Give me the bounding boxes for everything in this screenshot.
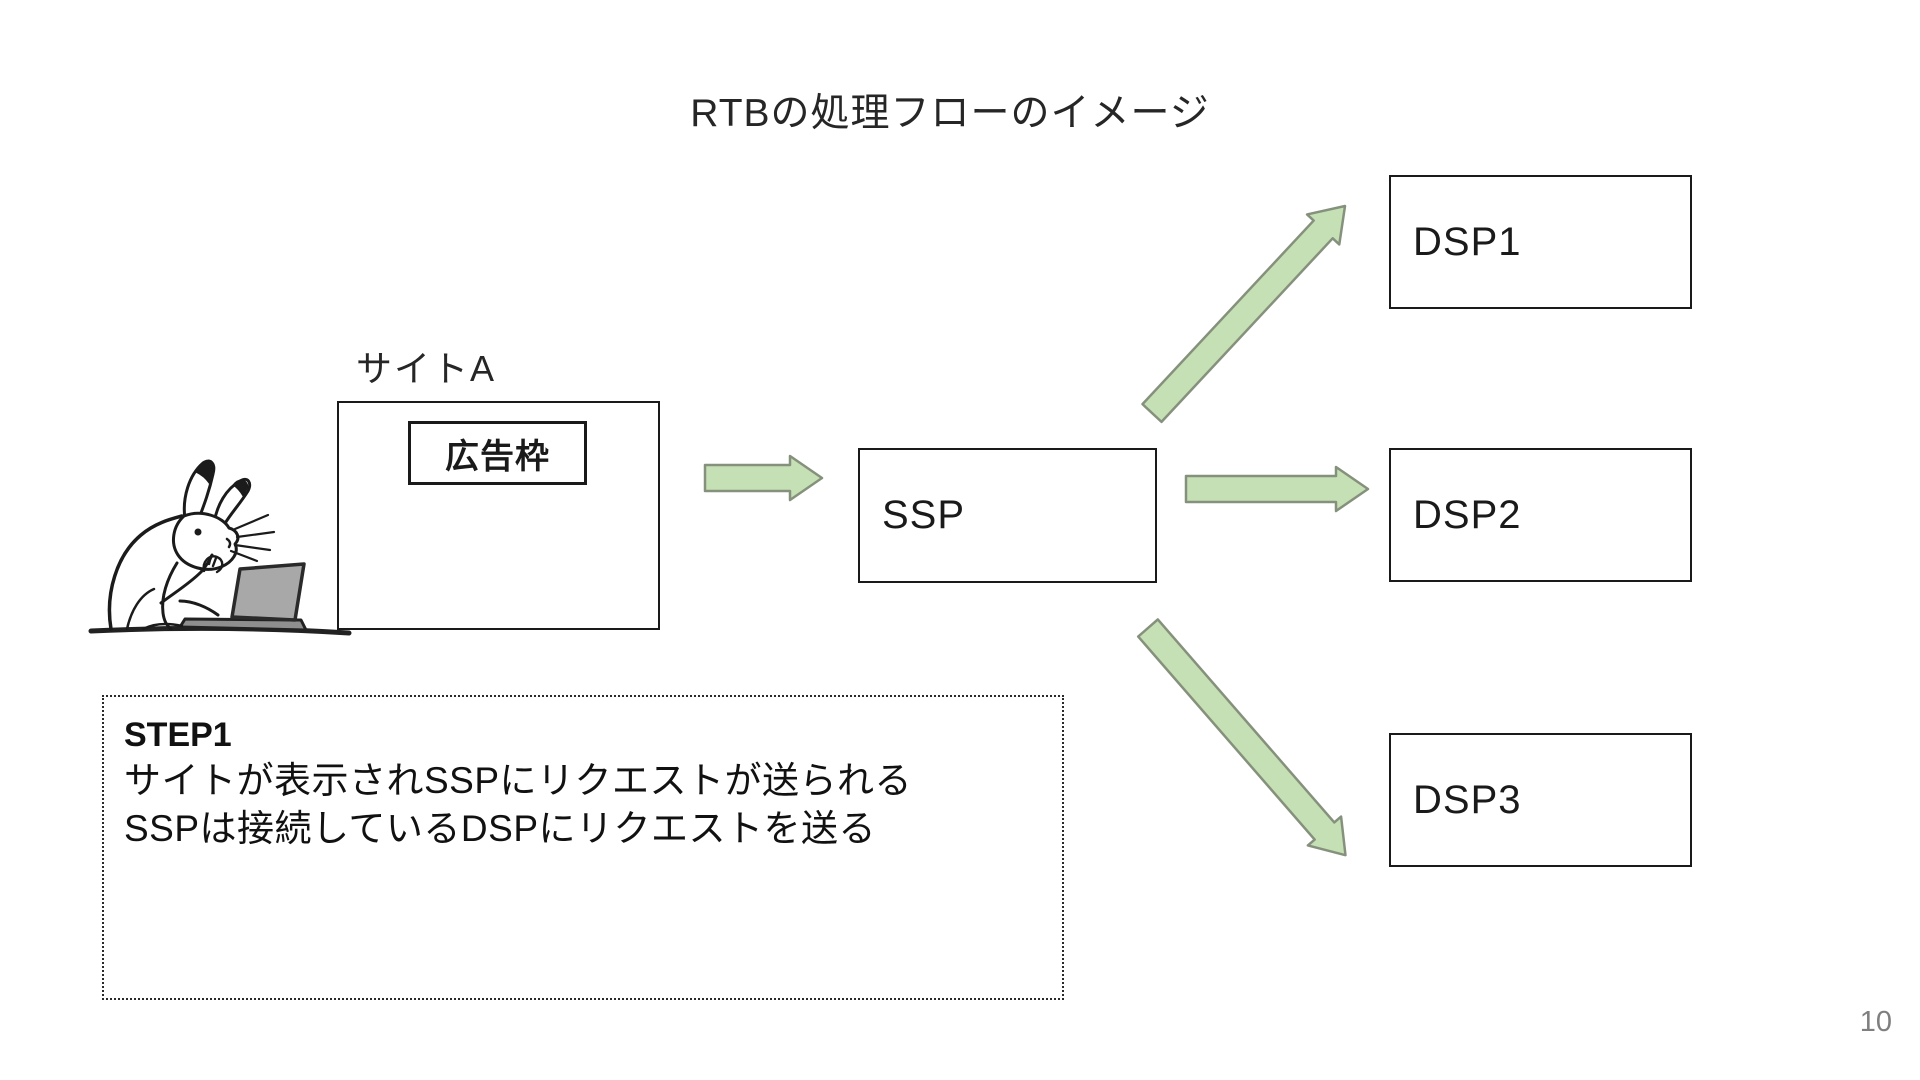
- ssp-label: SSP: [882, 493, 966, 537]
- laptop-screen: [230, 562, 306, 622]
- rabbit-chest: [161, 561, 179, 631]
- arrow-site-to-ssp-icon: [703, 454, 824, 502]
- arrow-ssp-to-dsp1-icon: [1141, 204, 1347, 424]
- rabbit-nose: [225, 537, 232, 549]
- rabbit-back: [107, 514, 184, 631]
- rabbit-laptop-illustration: [88, 459, 352, 636]
- page-number: 10: [1859, 1006, 1892, 1038]
- arrow-ssp-to-dsp2-icon: [1184, 465, 1370, 513]
- rabbit-haunch: [125, 587, 156, 631]
- dsp2-label: DSP2: [1413, 492, 1522, 537]
- ssp-box: SSP: [858, 448, 1157, 583]
- rabbit-eye: [194, 528, 202, 536]
- step-heading: STEP1: [124, 716, 232, 754]
- rabbit-head: [171, 511, 240, 571]
- step-note-box: STEP1 サイトが表示されSSPにリクエストが送られる SSPは接続しているD…: [102, 695, 1064, 1000]
- step-line-1: サイトが表示されSSPにリクエストが送られる: [124, 760, 913, 801]
- dsp1-box: DSP1: [1389, 175, 1692, 309]
- page-title: RTBの処理フローのイメージ: [690, 92, 1210, 135]
- rabbit-arm-down: [178, 599, 220, 617]
- rabbit-foot: [141, 622, 184, 631]
- step-line-2: SSPは接続しているDSPにリクエストを送る: [124, 808, 877, 849]
- dsp3-label: DSP3: [1413, 777, 1522, 822]
- ad-slot-label: 広告枠: [445, 437, 550, 476]
- rabbit-whiskers: [229, 513, 276, 563]
- dsp1-label: DSP1: [1413, 219, 1522, 264]
- site-a-label: サイトA: [356, 348, 497, 389]
- rabbit-paw: [202, 554, 224, 574]
- rabbit-ear-left-tip: [195, 461, 214, 485]
- ad-slot-box: 広告枠: [408, 421, 587, 485]
- dsp2-box: DSP2: [1389, 448, 1692, 582]
- dsp3-box: DSP3: [1389, 733, 1692, 867]
- rabbit-ear-right-tip: [232, 479, 249, 497]
- arrow-ssp-to-dsp3-icon: [1136, 618, 1347, 857]
